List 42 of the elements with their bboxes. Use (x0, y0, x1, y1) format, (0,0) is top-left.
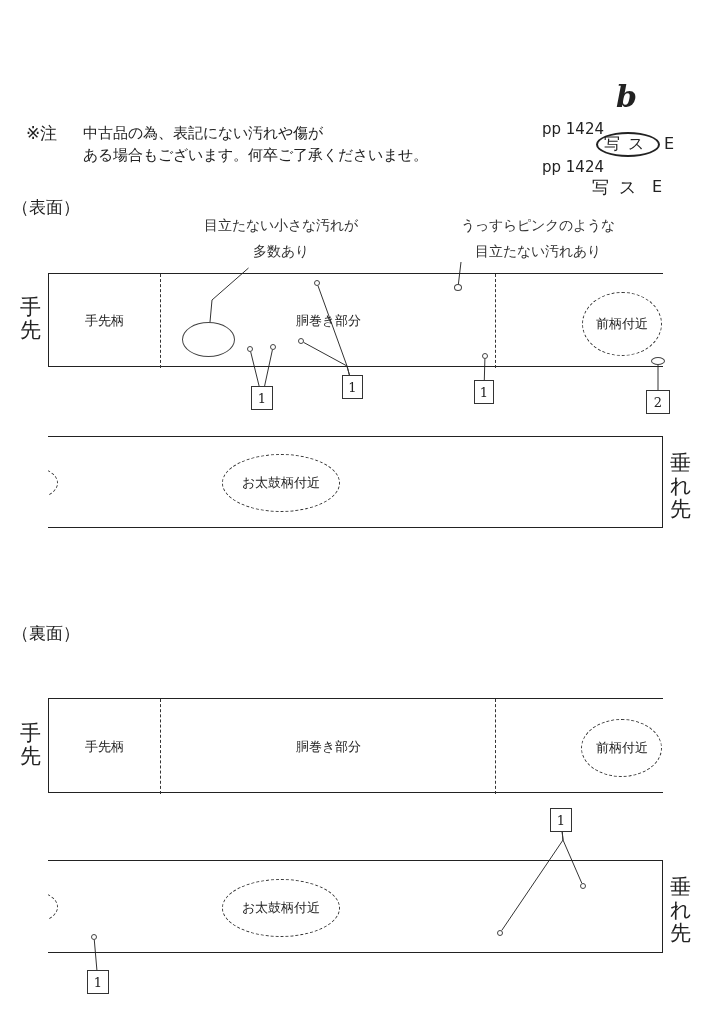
callout-number: 1 (87, 970, 109, 994)
handwritten-note: うっすらピンクのような目立たない汚れあり (455, 212, 620, 262)
area-label: 前柄付近 (595, 739, 648, 757)
code-text: 写ス (592, 176, 646, 199)
leader-line (657, 364, 659, 391)
callout-number: 1 (251, 386, 273, 410)
area-label: 胴巻き部分 (295, 737, 361, 756)
callout-number: 2 (646, 390, 670, 414)
area-label: お太鼓柄付近 (242, 899, 320, 917)
obi-strip (48, 273, 663, 367)
end-label: 手先 (20, 296, 42, 342)
end-label: 垂れ先 (670, 452, 692, 521)
section-heading: （表面） (12, 196, 80, 219)
leader-line (209, 267, 249, 323)
leader-line (483, 358, 486, 381)
leader-line (250, 351, 260, 387)
code-letter: E (664, 134, 675, 153)
notice-text: 中古品の為、表記にない汚れや傷がある場合もございます。何卒ご了承くださいませ。 (83, 123, 429, 166)
item-code: pp 1424 (542, 158, 604, 176)
obi-strip (48, 436, 663, 528)
end-label: 垂れ先 (670, 876, 692, 945)
area-label: 胴巻き部分 (295, 312, 361, 330)
code-letter: E (652, 177, 663, 196)
section-heading: （裏面） (12, 622, 80, 645)
handwritten-letter: b (616, 82, 637, 112)
end-label: 手先 (20, 722, 42, 768)
area-label: 手先柄 (85, 737, 124, 756)
leader-line (501, 831, 564, 931)
obi-strip (48, 860, 663, 953)
note-mark: ※注 (26, 122, 58, 145)
obi-strip (48, 698, 663, 793)
callout-number: 1 (342, 375, 363, 399)
leader-line (264, 349, 273, 387)
area-label: お太鼓柄付近 (242, 474, 320, 492)
handwritten-note: 目立たない小さな汚れが多数あり (198, 212, 363, 268)
callout-number: 1 (474, 380, 494, 404)
leader-line (93, 939, 98, 971)
leader-line (457, 261, 462, 285)
leader-line (303, 341, 350, 376)
callout-number: 1 (550, 808, 572, 832)
area-label: 手先柄 (85, 312, 124, 330)
area-label: 前柄付近 (596, 315, 648, 333)
